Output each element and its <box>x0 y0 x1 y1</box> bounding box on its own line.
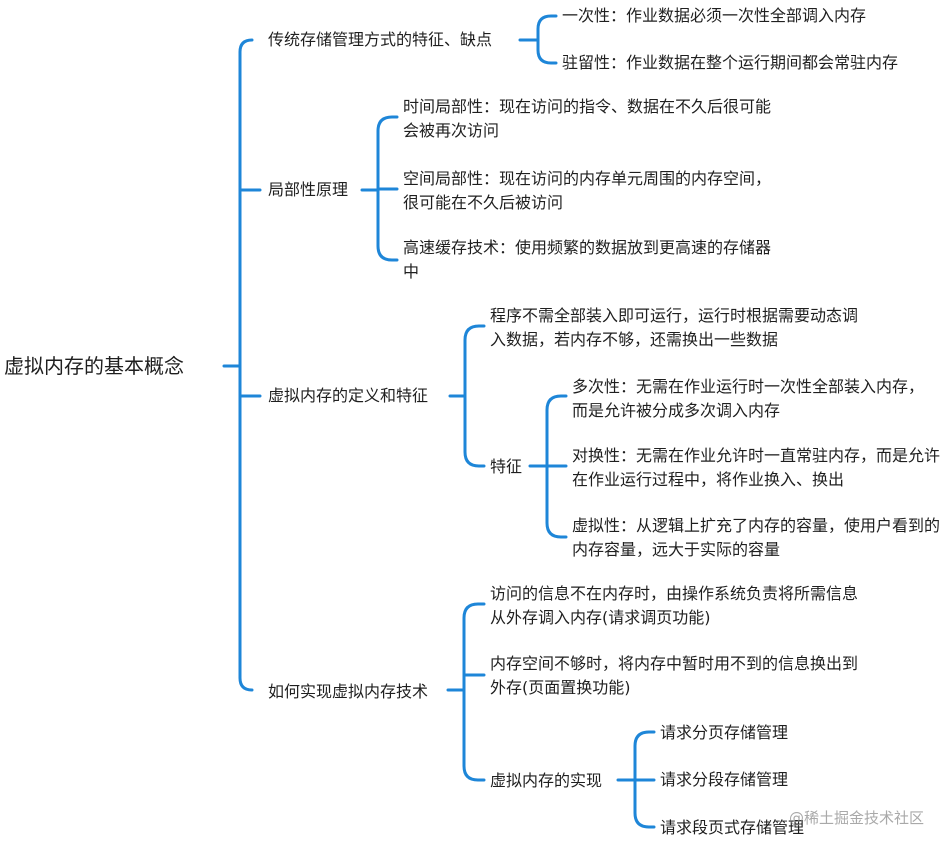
node-features: 特征 <box>490 457 523 476</box>
branch-traditional-storage: 传统存储管理方式的特征、缺点 <box>268 30 493 49</box>
branch3-bracket <box>463 324 486 468</box>
leaf-page-replacement: 内存空间不够时，将内存中暂时用不到的信息换出到外存(页面置换功能) <box>490 654 859 697</box>
leaf-demand-segmentation-mgmt: 请求分段存储管理 <box>660 770 789 789</box>
leaf-demand-paging: 访问的信息不在内存时，由操作系统负责将所需信息从外存调入内存(请求调页功能) <box>490 584 859 627</box>
leaf-resident: 驻留性：作业数据在整个运行期间都会常驻内存 <box>562 53 899 72</box>
leaf-demand-segment-paging-mgmt: 请求段页式存储管理 <box>660 818 805 837</box>
branch1-bracket <box>536 14 558 65</box>
watermark: @稀土掘金技术社区 <box>788 809 924 827</box>
branch-definition: 虚拟内存的定义和特征 <box>268 386 429 405</box>
feature-bracket <box>545 394 568 539</box>
leaf-demand-paging-mgmt: 请求分页存储管理 <box>660 723 789 742</box>
leaf-spatial-locality: 空间局部性：现在访问的内存单元周围的内存空间，很可能在不久后被访问 <box>403 169 772 212</box>
branch4-bracket <box>462 602 486 782</box>
leaf-virtuality: 虚拟性：从逻辑上扩充了内存的容量，使用户看到的内存容量，远大于实际的容量 <box>572 516 941 559</box>
impl-bracket <box>633 730 656 829</box>
branch-locality: 局部性原理 <box>268 180 349 199</box>
root-bracket <box>238 38 254 692</box>
branch-implementation: 如何实现虚拟内存技术 <box>268 682 429 701</box>
leaf-definition: 程序不需全部装入即可运行，运行时根据需要动态调入数据，若内存不够，还需换出一些数… <box>490 306 859 349</box>
leaf-cache: 高速缓存技术：使用频繁的数据放到更高速的存储器中 <box>403 238 772 281</box>
leaf-temporal-locality: 时间局部性：现在访问的指令、数据在不久后很可能会被再次访问 <box>403 97 772 140</box>
leaf-swappability: 对换性：无需在作业允许时一直常驻内存，而是允许在作业运行过程中，将作业换入、换出 <box>572 446 941 489</box>
node-vm-implementation: 虚拟内存的实现 <box>490 771 603 790</box>
leaf-multiplicity: 多次性：无需在作业运行时一次性全部装入内存，而是允许被分成多次调入内存 <box>572 377 925 420</box>
root-node: 虚拟内存的基本概念 <box>4 354 184 378</box>
branch2-bracket <box>376 115 399 262</box>
leaf-one-time: 一次性：作业数据必须一次性全部调入内存 <box>562 6 867 25</box>
